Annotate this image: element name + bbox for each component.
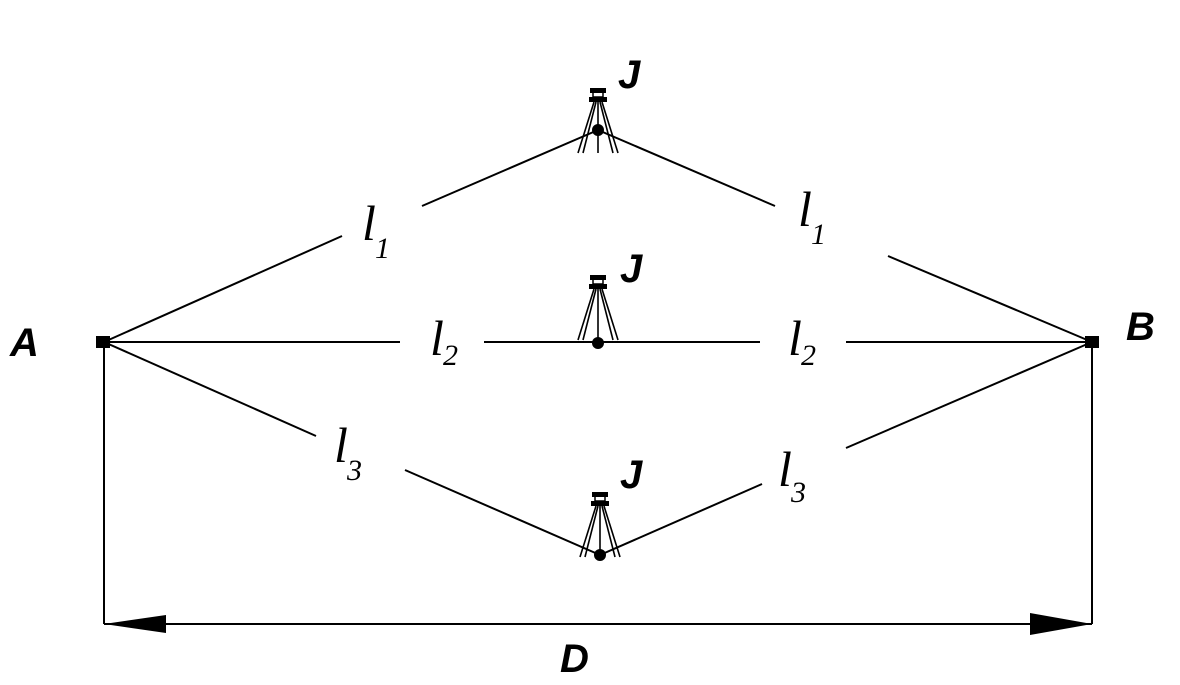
svg-text:2: 2 [801, 339, 816, 372]
segment-label-l3-right: l 3 [778, 441, 806, 509]
point-a-label: A [9, 321, 39, 365]
svg-text:3: 3 [346, 454, 362, 487]
svg-text:l: l [430, 310, 444, 366]
segment-label-l1-right: l 1 [798, 181, 826, 251]
svg-text:1: 1 [811, 218, 826, 251]
segment-label-l2-left: l 2 [430, 310, 458, 372]
distance-label: D [560, 637, 589, 681]
segment-label-l3-left: l 3 [334, 417, 362, 487]
distance-dimension [103, 348, 1093, 635]
point-a-marker [96, 336, 110, 348]
instrument-label-bottom: J [620, 453, 643, 497]
instrument-tripod-icon [577, 87, 619, 154]
path-l3 [103, 341, 1093, 556]
instrument-tripod-icon [577, 274, 619, 349]
instrument-label-middle: J [620, 247, 643, 291]
arrow-left-icon [104, 615, 166, 633]
svg-text:l: l [334, 417, 348, 473]
segment-label-l2-right: l 2 [788, 310, 816, 372]
segment-label-l1-left: l 1 [362, 195, 390, 265]
svg-text:l: l [788, 310, 802, 366]
svg-text:2: 2 [443, 339, 458, 372]
svg-text:1: 1 [375, 232, 390, 265]
svg-text:3: 3 [790, 476, 806, 509]
svg-text:l: l [798, 181, 812, 237]
svg-text:l: l [362, 195, 376, 251]
point-b-label: B [1126, 305, 1155, 349]
path-l1 [103, 129, 1093, 343]
svg-text:l: l [778, 441, 792, 497]
instrument-tripod-icon [579, 491, 621, 561]
point-b-marker [1085, 336, 1099, 348]
arrow-right-icon [1030, 613, 1092, 635]
instrument-label-top: J [618, 53, 641, 97]
